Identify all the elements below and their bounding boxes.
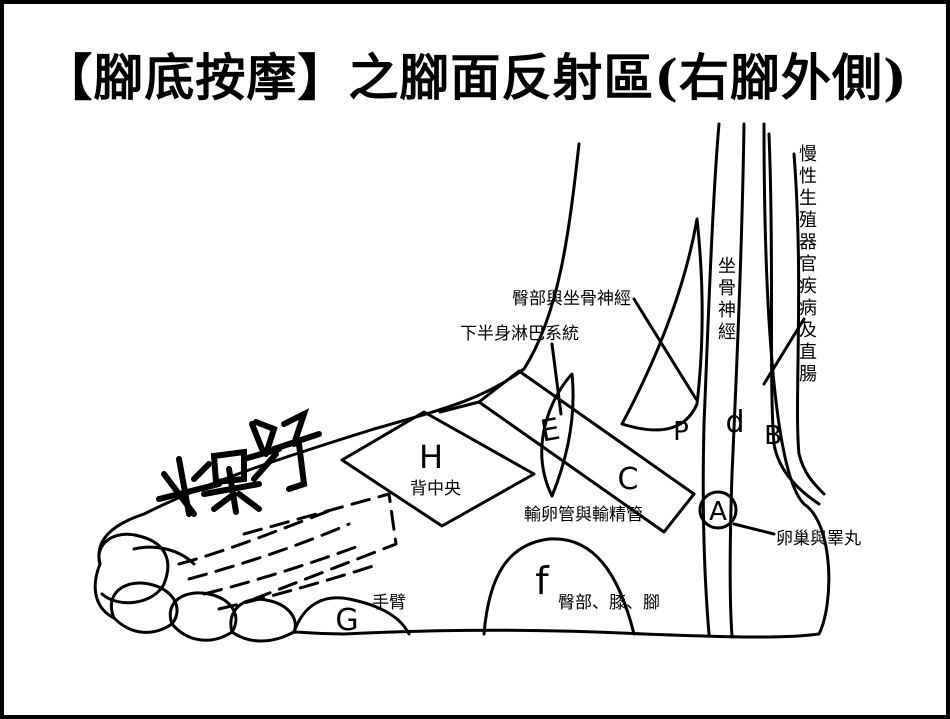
toe-3	[168, 591, 238, 634]
label-ovary-testes: 卵巢與睪丸	[776, 529, 861, 549]
letter-A: A	[709, 497, 727, 527]
label-mid-back: 背中央	[410, 479, 461, 499]
letter-P: P	[673, 417, 689, 447]
letter-G: G	[335, 603, 358, 638]
vertical-glyph: 慢	[799, 144, 817, 165]
letter-H: H	[419, 438, 443, 476]
vertical-glyph: 直	[799, 342, 817, 363]
region-G-area	[292, 596, 411, 636]
region-E-lens	[540, 372, 575, 498]
toe-1	[97, 532, 170, 605]
letter-f: f	[535, 559, 550, 603]
label-arm: 手臂	[372, 593, 406, 613]
toe-4	[229, 597, 297, 634]
foot-outline	[93, 122, 831, 643]
region-A-circle	[698, 490, 738, 530]
region-B-band	[767, 132, 821, 506]
letter-C: C	[618, 462, 639, 497]
label-buttock-knee-foot: 臀部、膝、腳	[558, 593, 660, 613]
vertical-glyph: 器	[799, 232, 817, 253]
vertical-glyph: 性	[799, 166, 817, 187]
vertical-glyph: 骨	[718, 278, 736, 299]
vertical-glyph: 神	[718, 300, 736, 321]
vertical-glyph: 疾	[799, 276, 817, 297]
page-title: 【腳底按摩】之腳面反射區(右腳外側)	[42, 48, 908, 107]
region-f-mound	[482, 537, 636, 636]
vertical-glyph: 病	[799, 298, 817, 319]
letter-d: d	[725, 405, 744, 440]
sciatic-line-right	[728, 122, 746, 638]
vertical-glyph: 坐	[718, 256, 736, 277]
label-vas-deferens: 輸卵管與輸精管	[524, 505, 643, 525]
vertical-glyph: 生	[799, 188, 817, 209]
region-H-box	[340, 410, 536, 528]
vertical-glyph: 殖	[799, 209, 817, 231]
letter-B: B	[764, 421, 782, 451]
label-buttock-sciatic: 臀部與坐骨神經	[512, 289, 631, 309]
toe-2	[110, 581, 179, 626]
vertical-glyph: 官	[799, 254, 817, 275]
region-P-shape	[620, 217, 704, 432]
handwritten-signature	[156, 408, 322, 517]
region-C-band	[477, 369, 696, 534]
diagram-frame: 【腳底按摩】之腳面反射區(右腳外側)	[4, 4, 946, 715]
foot-diagram: H E C P d B A f G 臀部與坐骨神經 下半身淋巴系統 背中央 輸卵…	[93, 122, 861, 643]
metatarsal-lines	[177, 492, 398, 611]
vertical-glyph: 及	[799, 320, 817, 341]
label-lower-lymph: 下半身淋巴系統	[460, 324, 579, 344]
vertical-glyph: 腸	[799, 364, 817, 385]
sciatic-line-left	[701, 122, 721, 636]
vertical-glyph: 經	[718, 322, 736, 343]
label-sciatic-nerve: 坐骨神經	[718, 256, 736, 343]
